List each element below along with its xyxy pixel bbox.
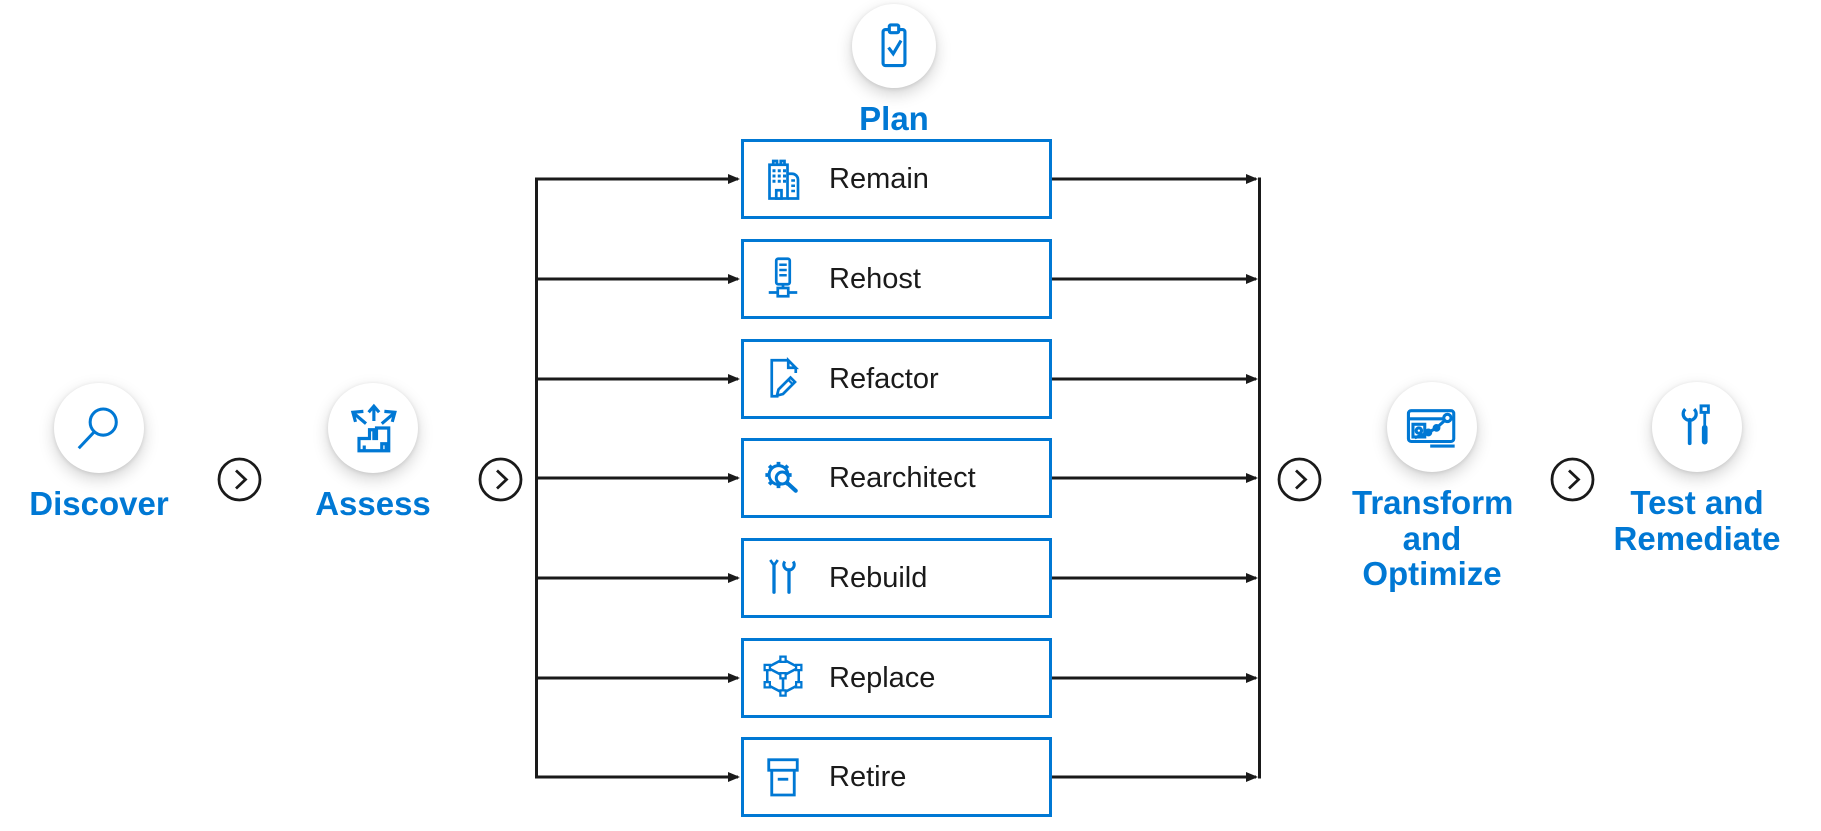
- chevron-right-icon: [1277, 457, 1322, 502]
- stage-transform-optimize: Transform and Optimize: [1322, 382, 1542, 592]
- chevron-right-icon: [478, 457, 523, 502]
- plan-box-label: Refactor: [829, 362, 939, 395]
- buildings-icon: [768, 159, 800, 200]
- document-pencil-icon: [770, 356, 800, 398]
- plan-box-label: Retire: [829, 760, 907, 793]
- stage-discover: Discover: [0, 383, 209, 522]
- test-remediate-circle: [1652, 382, 1742, 472]
- plan-box-label: Rebuild: [829, 561, 928, 594]
- stage-test-remediate: Test and Remediate: [1587, 382, 1807, 556]
- plan-box-label: Rearchitect: [829, 461, 976, 494]
- plan-box-label: Remain: [829, 162, 929, 195]
- plan-box-rearchitect: Rearchitect: [741, 438, 1052, 518]
- server-network-icon: [768, 257, 798, 298]
- archive-box-icon: [767, 758, 799, 797]
- plan-box-rebuild: Rebuild: [741, 538, 1052, 618]
- plan-box-label: Replace: [829, 661, 936, 694]
- chevron-right-icon: [1550, 457, 1595, 502]
- spread-arrows-building-icon: [350, 403, 397, 453]
- screwdriver-wrench-icon: [769, 559, 796, 594]
- discover-circle: [54, 383, 144, 473]
- plan-box-refactor: Refactor: [741, 339, 1052, 419]
- plan-circle: [852, 4, 936, 88]
- plan-box-replace: Replace: [741, 638, 1052, 718]
- transform-optimize-circle: [1387, 382, 1477, 472]
- plan-box-retire: Retire: [741, 737, 1052, 817]
- stage-plan: Plan: [784, 4, 1004, 137]
- stage-assess: Assess: [263, 383, 483, 522]
- plan-box-rehost: Rehost: [741, 239, 1052, 319]
- stage-label-assess: Assess: [315, 485, 431, 522]
- chevron-right-icon: [217, 457, 262, 502]
- plan-box-remain: Remain: [741, 139, 1052, 219]
- wrench-screwdriver-icon: [1681, 404, 1710, 446]
- stage-label-test-remediate: Test and Remediate: [1613, 484, 1781, 557]
- assess-circle: [328, 383, 418, 473]
- monitor-chart-icon: [1406, 409, 1456, 448]
- stage-label-transform-optimize: Transform and Optimize: [1352, 484, 1514, 593]
- cube-nodes-icon: [763, 655, 803, 697]
- plan-box-label: Rehost: [829, 262, 921, 295]
- search-icon: [77, 407, 118, 450]
- stage-label-plan: Plan: [859, 100, 929, 137]
- clipboard-check-icon: [881, 23, 907, 68]
- stage-label-discover: Discover: [29, 485, 169, 522]
- gear-magnifier-icon: [765, 461, 798, 493]
